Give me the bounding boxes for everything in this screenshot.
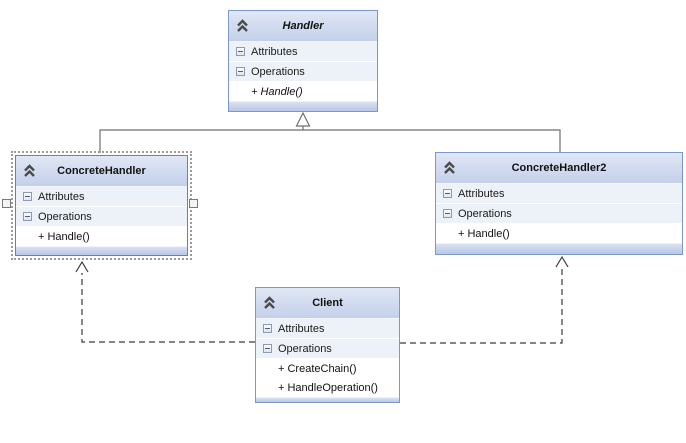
class-footer [16,246,187,255]
member-row[interactable]: + Handle() [436,224,682,243]
member-row[interactable]: + Handle() [16,227,187,246]
inheritance-connector[interactable] [99,129,561,154]
section-label: Operations [38,210,92,223]
selection-handle-right[interactable] [189,199,198,208]
class-header: Handler [229,11,377,42]
selection-handle-left[interactable] [2,199,11,208]
section-label: Attributes [251,45,298,58]
dependency-connector-right[interactable] [400,268,563,344]
section-row-attributes[interactable]: Attributes [436,184,682,204]
section-row-operations[interactable]: Operations [256,339,399,359]
section-label: Operations [251,65,305,78]
class-footer [229,101,377,111]
chevron-double-up-icon[interactable] [23,164,36,178]
class-title: ConcreteHandler [57,165,146,177]
open-arrowhead-left [75,260,89,273]
chevron-double-up-icon[interactable] [263,296,276,310]
member-row[interactable]: + CreateChain() [256,359,399,378]
minus-collapse-icon[interactable] [443,209,452,218]
section-row-operations[interactable]: Operations [229,62,377,82]
minus-collapse-icon[interactable] [236,67,245,76]
section-label: Operations [458,207,512,220]
section-label: Attributes [38,190,85,203]
class-header: Client [256,288,399,319]
class-header: ConcreteHandler [16,156,187,187]
class-title: Handler [282,20,324,32]
section-label: Attributes [278,322,325,335]
minus-collapse-icon[interactable] [23,192,32,201]
section-row-operations[interactable]: Operations [16,207,187,227]
minus-collapse-icon[interactable] [23,212,32,221]
class-box-concretehandler2[interactable]: ConcreteHandler2 Attributes Operations +… [435,152,683,255]
member-row[interactable]: + Handle() [229,82,377,101]
dependency-connector-left[interactable] [81,273,255,343]
minus-collapse-icon[interactable] [263,344,272,353]
minus-collapse-icon[interactable] [263,324,272,333]
chevron-double-up-icon[interactable] [443,161,456,175]
section-label: Attributes [458,187,505,200]
class-box-concretehandler[interactable]: ConcreteHandler Attributes Operations + … [15,155,188,256]
section-row-attributes[interactable]: Attributes [229,42,377,62]
member-row[interactable]: + HandleOperation() [256,378,399,397]
class-footer [436,243,682,254]
class-footer [256,397,399,402]
chevron-double-up-icon[interactable] [236,19,249,33]
generalization-triangle-arrowhead [295,111,311,127]
section-row-operations[interactable]: Operations [436,204,682,224]
minus-collapse-icon[interactable] [236,47,245,56]
class-title: ConcreteHandler2 [511,162,607,174]
minus-collapse-icon[interactable] [443,189,452,198]
section-label: Operations [278,342,332,355]
open-arrowhead-right [555,255,569,268]
section-row-attributes[interactable]: Attributes [256,319,399,339]
class-header: ConcreteHandler2 [436,153,682,184]
selection-outline: ConcreteHandler Attributes Operations + … [2,151,198,260]
class-box-handler[interactable]: Handler Attributes Operations + Handle() [228,10,378,112]
class-title: Client [312,297,343,309]
class-box-client[interactable]: Client Attributes Operations + CreateCha… [255,287,400,403]
section-row-attributes[interactable]: Attributes [16,187,187,207]
